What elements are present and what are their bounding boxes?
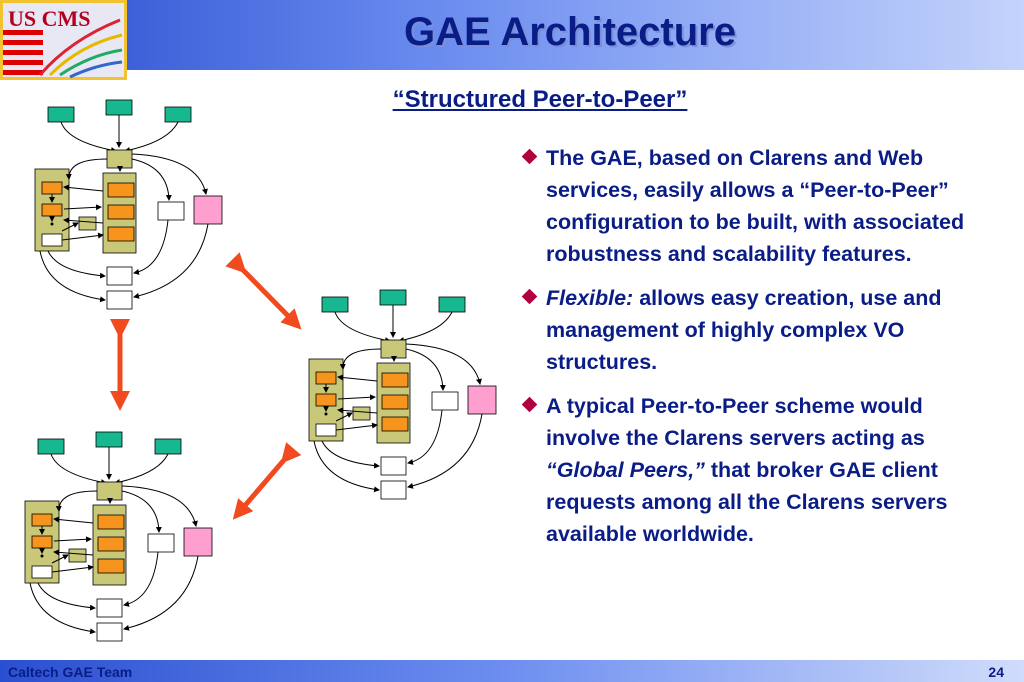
bullet-text: allows easy creation, use and management… [546,286,942,374]
bullet-text: The GAE, based on Clarens and Web servic… [546,146,965,266]
subtitle-text: “Structured Peer-to-Peer” [392,86,688,113]
page-title: GAE Architecture [404,10,736,54]
peer-link-arrows [110,252,302,520]
peer-node-right [309,290,496,499]
diamond-bullet-icon [521,288,538,305]
bullet-item: Flexible: allows easy creation, use and … [521,282,1002,378]
peer-link-top-right [225,252,302,330]
bullet-text: A typical Peer-to-Peer scheme would invo… [546,394,925,450]
slide-subtitle: “Structured Peer-to-Peer” [340,86,740,114]
bullet-item: A typical Peer-to-Peer scheme would invo… [521,390,1002,550]
diamond-bullet-icon [521,148,538,165]
footer-bar [0,660,1024,682]
peer-node-bottom [25,432,212,641]
p2p-network-diagram [0,85,520,655]
peer-link-right-bottom [232,442,302,520]
flag-stripes-icon [3,30,43,75]
bullet-list: The GAE, based on Clarens and Web servic… [521,142,1002,562]
logo-text: US CMS [8,6,91,31]
bullet-emphasis: “Global Peers,” [546,458,705,482]
diamond-bullet-icon [521,396,538,413]
header-bar [0,0,1024,70]
page-number: 24 [988,664,1004,680]
bullet-text: that broker GAE client requests among al… [546,458,948,546]
bullet-item: The GAE, based on Clarens and Web servic… [521,142,1002,270]
footer-team: Caltech GAE Team [8,664,133,680]
uscms-logo: US CMS [0,0,127,80]
peer-node-top [35,100,222,309]
bullet-emphasis: Flexible: [546,286,634,310]
